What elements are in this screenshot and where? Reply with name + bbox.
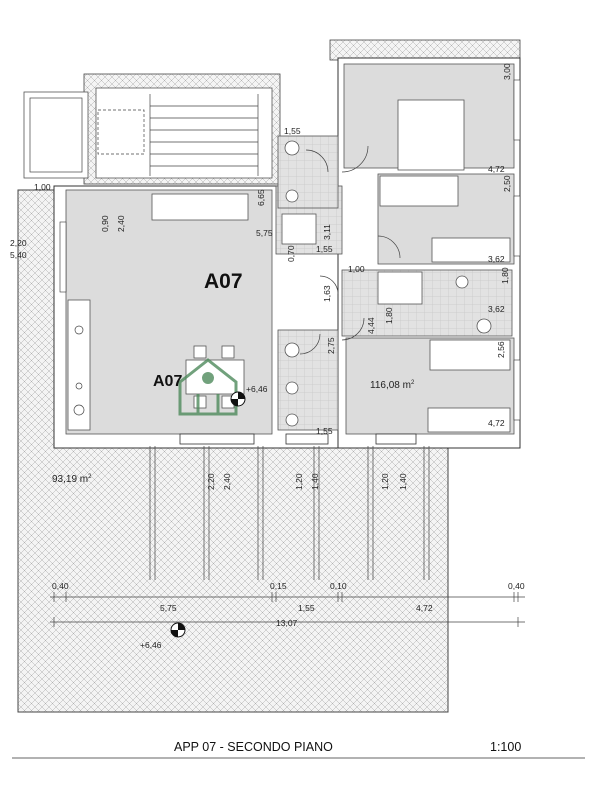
elevator-shaft xyxy=(23,91,89,179)
single-bed-a xyxy=(379,175,459,207)
dim-label: 13,07 xyxy=(276,618,298,628)
windows xyxy=(59,79,521,445)
level-marker-interior: +6,46 xyxy=(246,384,268,394)
dim-label: 0,15 xyxy=(270,581,287,591)
sofa xyxy=(151,193,249,221)
dim-label: 1,63 xyxy=(322,285,332,302)
dim-label: 3,11 xyxy=(322,224,332,240)
dim-label: 2,20 xyxy=(206,473,216,490)
stair-treads xyxy=(97,94,259,176)
dim-label: 5,40 xyxy=(10,250,27,260)
level-marker-terrace: +6,46 xyxy=(140,640,162,650)
dim-label: 1,55 xyxy=(284,126,301,136)
kitchen-counter xyxy=(67,299,91,431)
dim-label: 2,40 xyxy=(116,215,126,232)
dim-label: 2,56 xyxy=(496,341,506,358)
dim-label: 3,62 xyxy=(488,254,505,264)
dim-label: 0,70 xyxy=(286,245,296,262)
dim-label: 1,00 xyxy=(34,182,51,192)
dim-label: 1,55 xyxy=(316,426,333,436)
dim-label: 2,40 xyxy=(222,473,232,490)
drawing-scale: 1:100 xyxy=(490,740,521,754)
dim-label: 1,20 xyxy=(380,473,390,490)
dim-label: 4,72 xyxy=(488,418,505,428)
dim-label: 3,62 xyxy=(488,304,505,314)
unit-label-small: A07 xyxy=(153,373,182,390)
dim-label: 0,40 xyxy=(52,581,69,591)
dim-label: 5,75 xyxy=(160,603,177,613)
door-swings xyxy=(299,145,401,355)
dim-label: 2,50 xyxy=(502,175,512,192)
dimension-lines xyxy=(50,592,525,627)
dim-label: 1,00 xyxy=(348,264,365,274)
dim-label: 6,65 xyxy=(256,189,266,206)
unit-label: A07 xyxy=(204,270,243,293)
dim-label: 5,75 xyxy=(256,228,273,238)
dim-label: 0,40 xyxy=(508,581,525,591)
drawing-title: APP 07 - SECONDO PIANO xyxy=(174,740,333,754)
dim-label: 1,55 xyxy=(298,603,315,613)
dim-label: 2,75 xyxy=(326,337,336,354)
north-balcony xyxy=(329,39,521,61)
stairwell xyxy=(95,87,273,179)
level-marker-terrace-symbol xyxy=(170,622,186,638)
dim-label: 4,72 xyxy=(416,603,433,613)
pergola-beams xyxy=(149,446,430,580)
dim-label: 0,10 xyxy=(330,581,347,591)
dim-label: 4,72 xyxy=(488,164,505,174)
dim-label: 2,20 xyxy=(10,238,27,248)
dim-label: 0,90 xyxy=(100,215,110,232)
single-bed-b xyxy=(429,339,511,371)
terrace-area-label: 93,19 m2 xyxy=(52,474,92,485)
shower-east xyxy=(377,271,423,305)
dim-label: 1,80 xyxy=(384,307,394,324)
double-bed xyxy=(397,99,465,171)
interior-area: 116,08 m2 xyxy=(370,380,415,391)
dim-label: 3,00 xyxy=(502,63,512,80)
dim-label: 1,20 xyxy=(294,473,304,490)
level-marker-interior-symbol xyxy=(230,391,246,407)
dim-label: 1,40 xyxy=(398,473,408,490)
shower xyxy=(281,213,317,245)
dim-label: 1,55 xyxy=(316,244,333,254)
dim-label: 1,40 xyxy=(310,473,320,490)
dim-label: 4,44 xyxy=(366,317,376,334)
dim-label: 1,80 xyxy=(500,267,510,284)
